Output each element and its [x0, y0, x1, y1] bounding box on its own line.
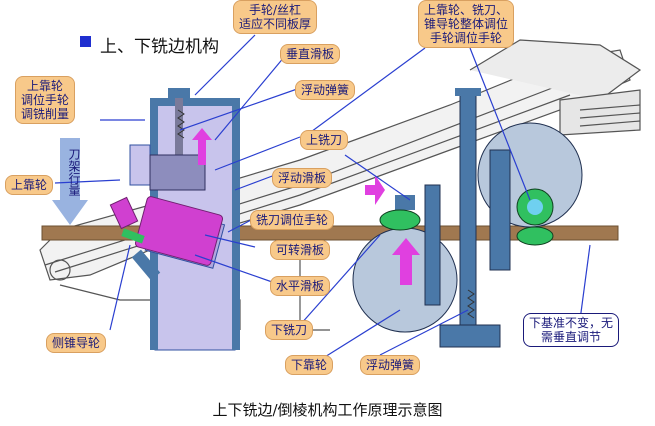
lower-cutter-assembly: [352, 175, 458, 333]
callout-upper-roller: 上靠轮: [5, 175, 54, 195]
diagram-title: 上、下铣边机构: [100, 37, 219, 57]
spring-top: [177, 109, 185, 139]
magenta-up-arrow: [192, 128, 212, 165]
callout-upper-cutter: 上铣刀: [300, 130, 349, 150]
callout-lower-roller: 下靠轮: [285, 355, 334, 375]
callout-horizontal-slide: 水平滑板: [270, 276, 331, 296]
callout-vertical-slide: 垂直滑板: [280, 44, 341, 64]
title-bullet: [80, 36, 91, 47]
cone-shaft: [131, 249, 161, 281]
green-guide: [121, 228, 145, 244]
callout-integral-adjust: 上靠轮、铣刀、 锥导轮整体调位 手轮调位手轮: [418, 0, 515, 48]
callout-handwheel-screw: 手轮/丝杠 适应不同板厚: [233, 0, 318, 34]
callout-floating-spring-top: 浮动弹簧: [295, 80, 356, 100]
callout-lower-datum: 下基准不变，无 需垂直调节: [523, 313, 620, 347]
callout-lower-cutter: 下铣刀: [265, 320, 314, 340]
upper-roller-block: [129, 144, 151, 186]
figure-caption: 上下铣边/倒棱机构工作原理示意图: [212, 401, 443, 419]
integral-roller-assembly: [439, 88, 583, 348]
callout-rotatable-slide: 可转滑板: [270, 240, 331, 260]
leader-lines: [54, 34, 591, 361]
callout-cutter-adjust: 铣刀调位手轮: [250, 210, 335, 230]
cutter-motor: [134, 196, 224, 266]
callout-floating-slide: 浮动滑板: [272, 168, 333, 188]
left-down-arrow: [52, 138, 88, 225]
callout-side-cone-guide: 侧锥导轮: [46, 333, 107, 353]
callout-upper-roller-adjust: 上靠轮 调位手轮 调铣削量: [15, 76, 76, 124]
side-cone-guide-wheel: [109, 196, 139, 230]
upper-cutter-housing: [149, 154, 206, 191]
tool-rest-travel-label: 刀架行量: [67, 148, 81, 196]
callout-floating-spring-bottom: 浮动弹簧: [360, 355, 421, 375]
